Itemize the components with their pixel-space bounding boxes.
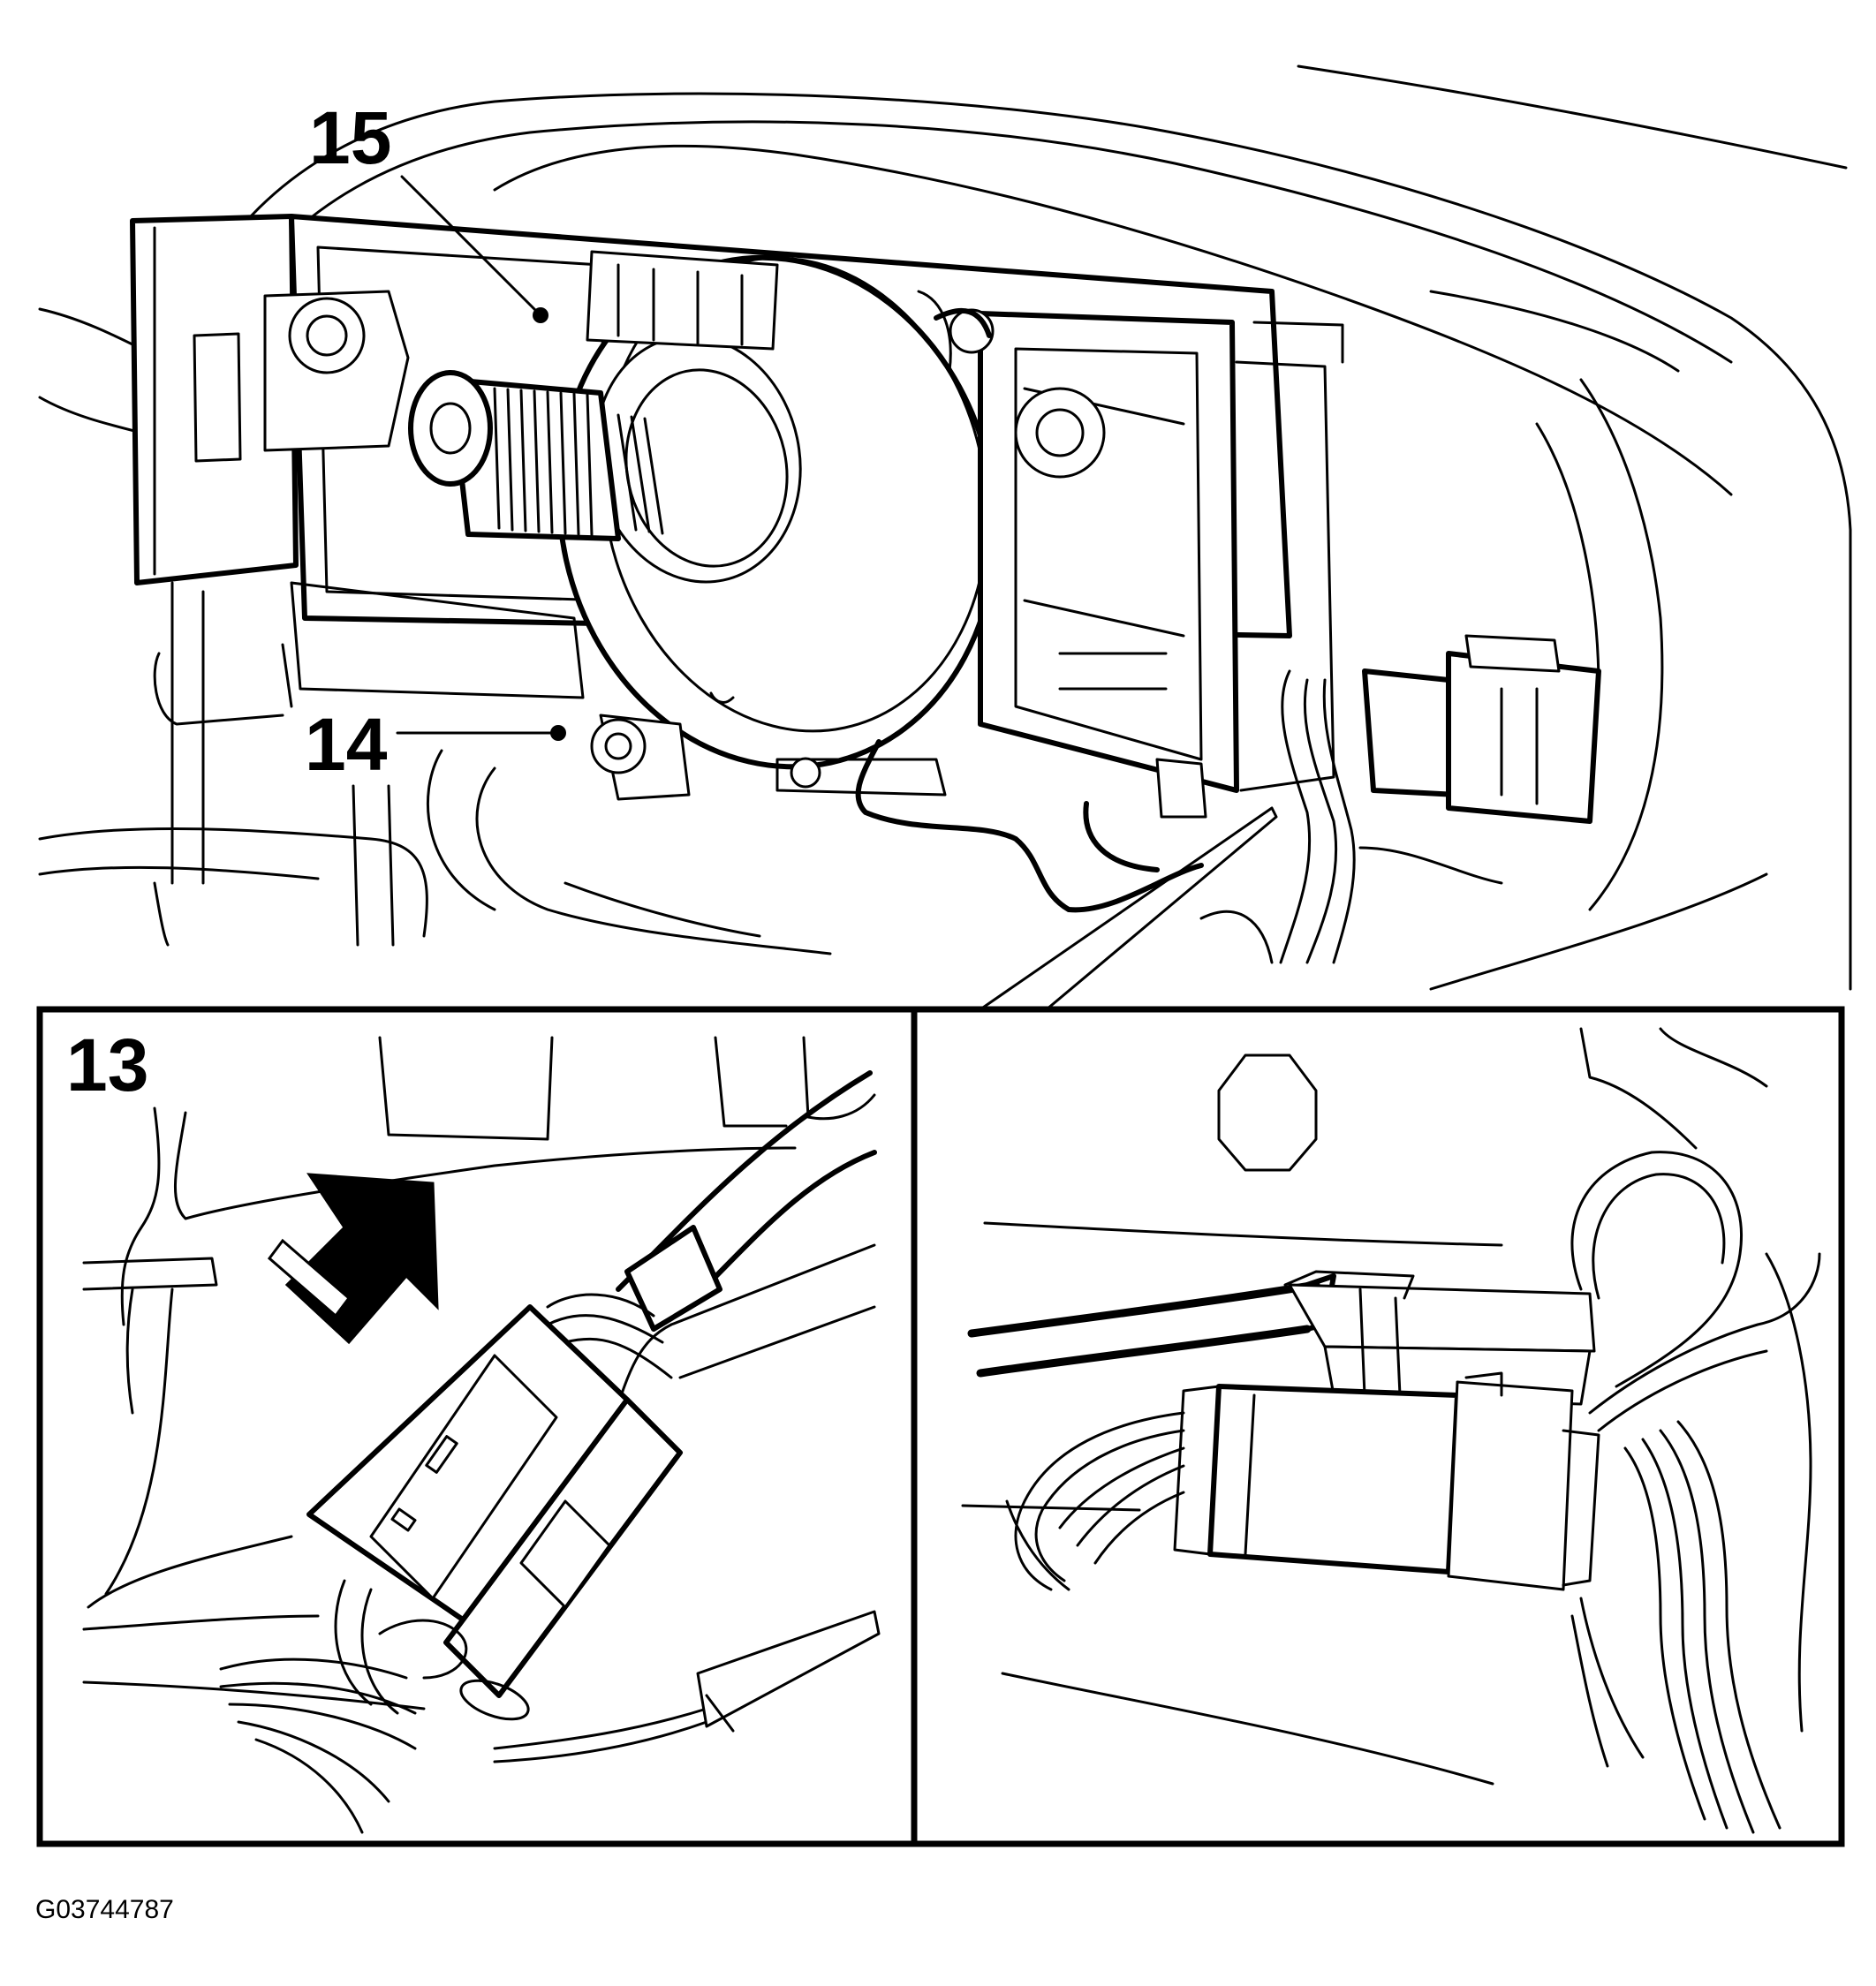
detail-panel-right — [911, 1006, 1845, 1847]
callout-15-label: 15 — [309, 96, 391, 179]
callout-leaders — [396, 175, 566, 741]
callout-13-label: 13 — [66, 1023, 148, 1106]
callout-14-dot — [550, 725, 566, 741]
mounting-hole — [1217, 1053, 1318, 1172]
detail-zoom-pointer — [979, 806, 1278, 1011]
callout-14-label: 14 — [305, 703, 388, 786]
mounting-bracket-right — [775, 290, 1344, 819]
callout-15-dot — [533, 307, 548, 323]
steering-column-scene — [38, 64, 1852, 1011]
detail-panel-left — [36, 1006, 918, 1847]
steering-shaft — [408, 370, 664, 541]
figure-id: G03744787 — [35, 1895, 174, 1924]
dashboard-outline — [38, 64, 1852, 991]
wiring-harness-top — [855, 307, 1601, 964]
